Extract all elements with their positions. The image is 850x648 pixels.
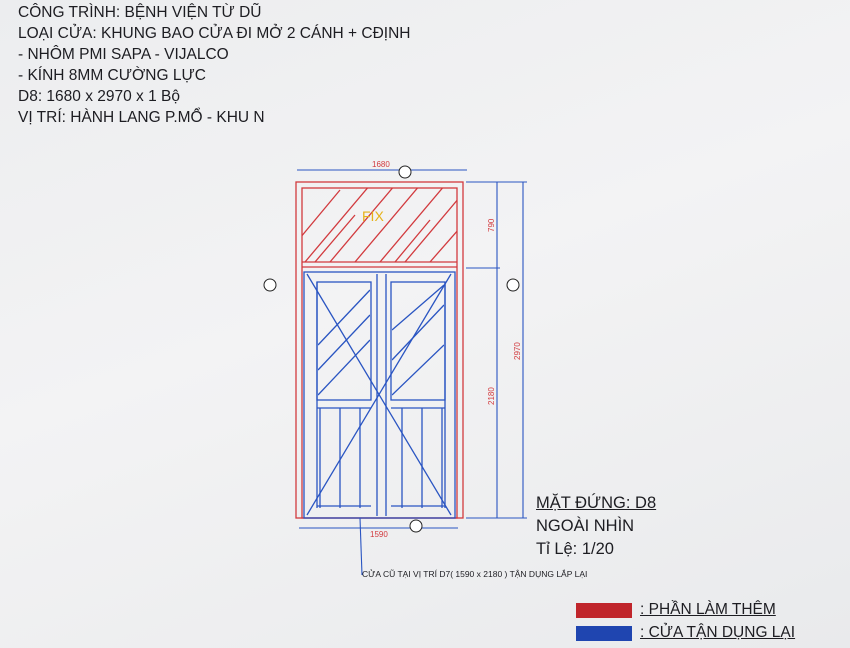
legend-label: : PHẦN LÀM THÊM <box>640 601 776 618</box>
header-line: D8: 1680 x 2970 x 1 Bộ <box>18 88 181 105</box>
header-line: CÔNG TRÌNH: BỆNH VIỆN TỪ DŨ <box>18 4 262 21</box>
elevation-info: MẶT ĐỨNG: D8 NGOÀI NHÌN Tỉ Lệ: 1/20 <box>536 492 656 561</box>
dim-bottom-width: 1590 <box>370 530 388 539</box>
legend-label: : CỬA TẬN DỤNG LẠI <box>640 624 796 641</box>
reuse-note: CỬA CŨ TẠI VỊ TRÍ D7( 1590 x 2180 ) TẬN … <box>362 569 588 579</box>
elevation-view: NGOÀI NHÌN <box>536 517 635 535</box>
header-line: LOẠI CỬA: KHUNG BAO CỬA ĐI MỞ 2 CÁNH + C… <box>18 25 411 42</box>
header-line: VỊ TRÍ: HÀNH LANG P.MỔ - KHU N <box>18 109 265 126</box>
header-line: - KÍNH 8MM CƯỜNG LỰC <box>18 67 206 84</box>
new-frame <box>295 181 464 519</box>
section-marker-icons <box>263 165 520 533</box>
legend-swatch-red <box>576 602 632 618</box>
elevation-title: MẶT ĐỨNG: D8 <box>536 494 657 512</box>
dim-top-width: 1680 <box>372 160 390 169</box>
elevation-scale: Tỉ Lệ: 1/20 <box>536 540 614 558</box>
dim-total-height: 2970 <box>513 342 522 360</box>
dim-transom-height: 790 <box>487 218 496 232</box>
header-line: - NHÔM PMI SAPA - VIJALCO <box>18 46 229 63</box>
legend-item-reused: : CỬA TẬN DỤNG LẠI <box>576 624 795 642</box>
dim-door-height: 2180 <box>487 387 496 405</box>
fix-label: FIX <box>362 208 384 224</box>
project-header: CÔNG TRÌNH: BỆNH VIỆN TỪ DŨ LOẠI CỬA: KH… <box>18 2 410 128</box>
legend-item-new: : PHẦN LÀM THÊM <box>576 601 776 619</box>
legend-swatch-blue <box>576 625 632 641</box>
reused-door <box>303 271 456 519</box>
dimension-lines <box>297 169 527 576</box>
